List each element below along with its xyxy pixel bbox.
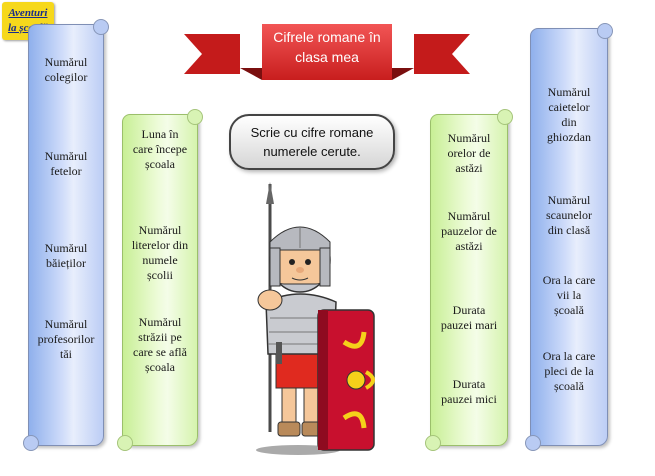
instruction-line-1: Scrie cu cifre romane	[250, 125, 374, 140]
logo-line-1: Aventuri	[8, 7, 48, 19]
scroll-curl	[93, 19, 109, 35]
title-line-1: Cifrele romane în	[273, 29, 381, 45]
scroll-curl	[597, 23, 613, 39]
ribbon-shape	[184, 24, 470, 80]
scroll-curl	[117, 435, 133, 451]
instruction-line-2: numerele cerute.	[263, 144, 361, 159]
scroll-curl	[497, 109, 513, 125]
scroll-curl	[23, 435, 39, 451]
title-line-2: clasa mea	[295, 49, 359, 65]
scroll-curl	[525, 435, 541, 451]
roman-soldier-illustration	[256, 182, 375, 455]
scroll-curl	[187, 109, 203, 125]
instruction-bubble: Scrie cu cifre romane numerele cerute.	[229, 114, 395, 170]
scroll-curl	[425, 435, 441, 451]
title-ribbon: Cifrele romane în clasa mea	[182, 22, 472, 84]
